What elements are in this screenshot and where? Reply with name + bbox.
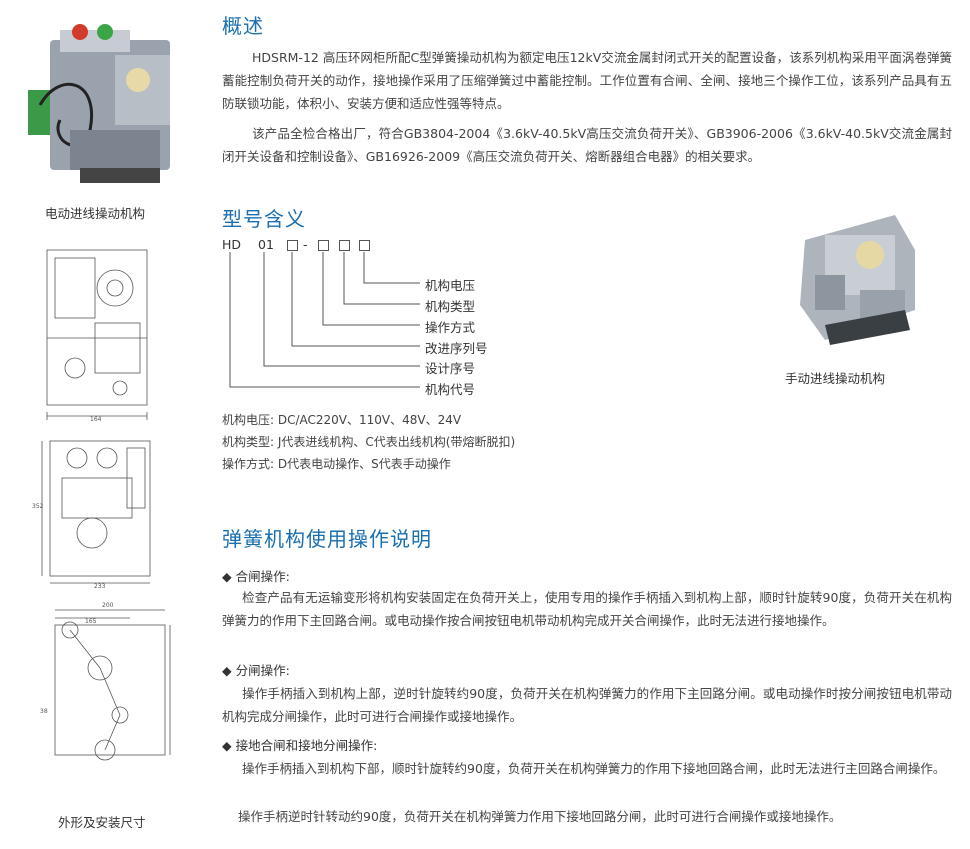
legend-type: 机构类型 bbox=[425, 299, 476, 314]
model-note-operation: 操作方式: D代表电动操作、S代表手动操作 bbox=[222, 457, 451, 471]
legend-operation: 操作方式 bbox=[425, 320, 476, 335]
close-operation-text: 检查产品有无运输变形将机构安装固定在负荷开关上，使用专用的操作手柄插入到机构上部… bbox=[222, 590, 952, 628]
model-box-1 bbox=[287, 240, 298, 251]
bottom-dim-c: 38 bbox=[40, 708, 48, 715]
open-operation-heading: ◆ 分闸操作: bbox=[222, 663, 290, 678]
electric-mechanism-photo bbox=[20, 10, 195, 195]
model-note-type: 机构类型: J代表进线机构、C代表出线机构(带熔断脱扣) bbox=[222, 435, 516, 449]
electric-mechanism-caption: 电动进线操动机构 bbox=[45, 206, 146, 221]
legend-revision: 改进序列号 bbox=[425, 341, 488, 356]
model-box-2 bbox=[318, 240, 329, 251]
manual-mechanism-caption: 手动进线操动机构 bbox=[785, 371, 886, 386]
model-code-hd: HD bbox=[222, 237, 242, 252]
model-box-4 bbox=[359, 240, 370, 251]
manual-mechanism-photo bbox=[785, 200, 925, 350]
side-height-dim: 352 bbox=[32, 503, 44, 510]
bottom-dim-b: 165 bbox=[85, 618, 97, 625]
earth-operation-heading: ◆ 接地合闸和接地分闸操作: bbox=[222, 738, 378, 753]
side-view-drawing: 352 233 bbox=[32, 433, 172, 593]
bottom-dim-a: 200 bbox=[102, 602, 114, 609]
model-title: 型号含义 bbox=[222, 207, 306, 231]
model-code-num: 01 bbox=[258, 237, 274, 252]
legend-design: 设计序号 bbox=[425, 361, 476, 376]
legend-voltage: 机构电压 bbox=[425, 278, 476, 293]
model-box-3 bbox=[339, 240, 350, 251]
overview-title: 概述 bbox=[222, 14, 264, 38]
front-view-drawing: 164 bbox=[35, 238, 165, 428]
model-code-dash: - bbox=[303, 237, 308, 252]
front-width-dim: 164 bbox=[90, 416, 102, 423]
earth-operation-text-2: 操作手柄逆时针转动约90度，负荷开关在机构弹簧力作用下接地回路分闸，此时可进行合… bbox=[238, 809, 842, 824]
model-note-voltage: 机构电压: DC/AC220V、110V、48V、24V bbox=[222, 413, 462, 427]
dimension-caption: 外形及安装尺寸 bbox=[58, 815, 146, 830]
earth-operation-text-1: 操作手柄插入到机构下部，顺时针旋转约90度，负荷开关在机构弹簧力的作用下接地回路… bbox=[242, 761, 946, 776]
side-width-dim: 233 bbox=[94, 583, 106, 590]
close-operation-heading: ◆ 合闸操作: bbox=[222, 569, 290, 584]
legend-code: 机构代号 bbox=[425, 382, 476, 397]
overview-paragraph-2: 该产品全检合格出厂，符合GB3804-2004《3.6kV-40.5kV高压交流… bbox=[222, 126, 952, 164]
overview-paragraph-1: HDSRM-12 高压环网柜所配C型弹簧操动机构为额定电压12kV交流金属封闭式… bbox=[222, 50, 952, 111]
open-operation-text: 操作手柄插入到机构上部，逆时针旋转约90度，负荷开关在机构弹簧力的作用下主回路分… bbox=[222, 686, 952, 724]
installation-drawing: 200 165 38 bbox=[30, 600, 180, 770]
instructions-title: 弹簧机构使用操作说明 bbox=[222, 527, 432, 551]
